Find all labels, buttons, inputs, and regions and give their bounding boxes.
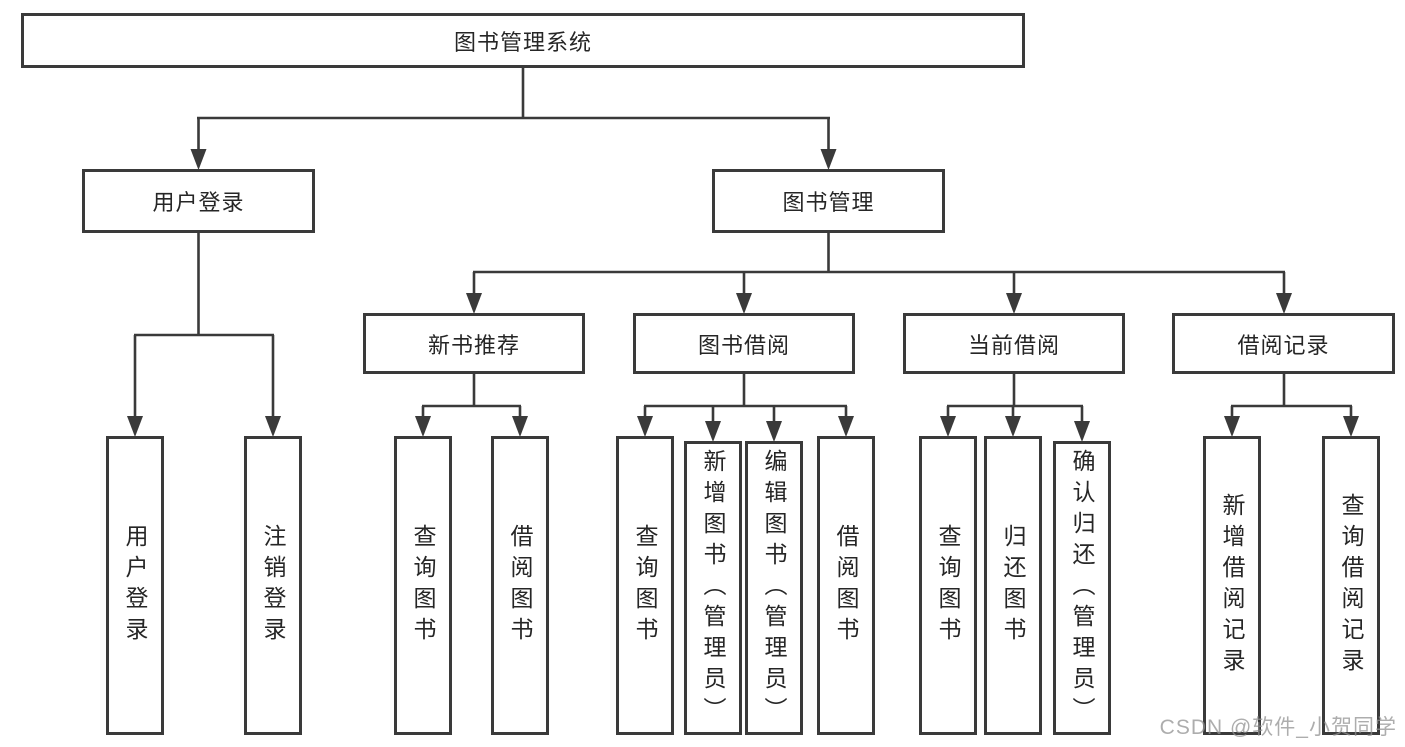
node-label: 当前借阅 — [967, 332, 1060, 358]
connector-recommend-children — [415, 374, 528, 437]
node-label: 用户登录 — [122, 523, 148, 648]
node-label: 注销登录 — [260, 523, 286, 648]
node-label: 借阅记录 — [1237, 332, 1330, 358]
node-edit-books-admin: 编辑图书（管理员） — [745, 441, 803, 735]
node-label: 借阅图书 — [507, 523, 533, 648]
connector-user-login-children — [127, 233, 281, 437]
node-query-books-borrow: 查询图书 — [616, 436, 674, 735]
node-label: 用户登录 — [152, 190, 245, 215]
node-logout-leaf: 注销登录 — [244, 436, 302, 735]
node-label: 编辑图书（管理员） — [761, 448, 787, 728]
node-add-borrow-record: 新增借阅记录 — [1203, 436, 1261, 735]
node-label: 借阅图书 — [833, 523, 859, 648]
csdn-watermark: CSDN @软件_小贺同学 — [1159, 716, 1397, 739]
connector-records-children — [1224, 374, 1359, 437]
node-user-login-leaf: 用户登录 — [106, 436, 164, 735]
connector-current-children — [940, 374, 1090, 442]
node-user-login: 用户登录 — [82, 169, 315, 233]
node-query-books-current: 查询图书 — [919, 436, 977, 735]
node-add-books-admin: 新增图书（管理员） — [684, 441, 742, 735]
node-borrow-books-recommend: 借阅图书 — [491, 436, 549, 735]
node-return-books: 归还图书 — [984, 436, 1042, 735]
node-label: 查询图书 — [632, 523, 658, 648]
node-borrowing-records: 借阅记录 — [1172, 313, 1395, 374]
node-label: 新增图书（管理员） — [700, 448, 726, 728]
node-label: 查询图书 — [410, 523, 436, 648]
node-new-book-recommendation: 新书推荐 — [363, 313, 585, 374]
node-label: 查询借阅记录 — [1338, 492, 1364, 679]
node-current-borrowing: 当前借阅 — [903, 313, 1125, 374]
node-label: 图书借阅 — [697, 332, 790, 358]
node-confirm-return-admin: 确认归还（管理员） — [1053, 441, 1111, 735]
node-borrow-books-leaf: 借阅图书 — [817, 436, 875, 735]
node-library-management-system: 图书管理系统 — [21, 13, 1025, 68]
node-query-books-recommend: 查询图书 — [394, 436, 452, 735]
connector-book-management-children — [466, 233, 1292, 314]
node-label: 图书管理 — [782, 190, 875, 215]
node-book-borrowing: 图书借阅 — [633, 313, 855, 374]
node-label: 新书推荐 — [427, 332, 520, 358]
node-book-management: 图书管理 — [712, 169, 945, 233]
node-label: 确认归还（管理员） — [1069, 448, 1095, 728]
node-label: 图书管理系统 — [453, 29, 592, 55]
node-label: 新增借阅记录 — [1219, 492, 1245, 679]
node-label: 归还图书 — [1000, 523, 1026, 648]
node-query-borrow-record: 查询借阅记录 — [1322, 436, 1380, 735]
node-label: 查询图书 — [935, 523, 961, 648]
connector-root-to-level2 — [190, 68, 837, 170]
connector-borrow-children — [637, 374, 854, 442]
